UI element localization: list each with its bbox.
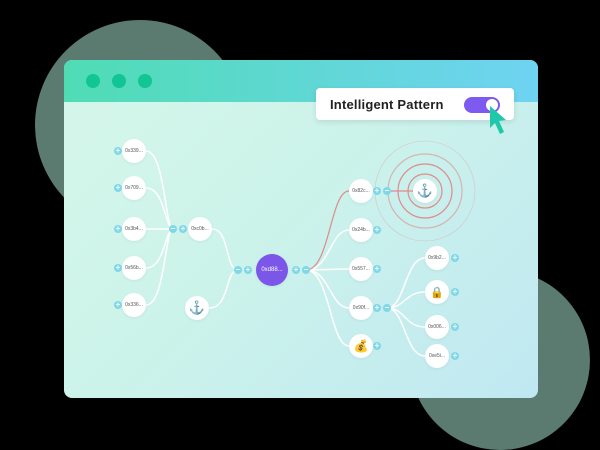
graph-node[interactable]: 0xe5i... xyxy=(425,344,449,368)
collapse-button[interactable]: − xyxy=(383,186,391,195)
cursor-icon xyxy=(490,106,506,134)
expand-button[interactable]: + xyxy=(114,263,122,272)
graph-node[interactable]: 0x9b2... xyxy=(425,246,449,270)
collapse-button[interactable]: − xyxy=(302,265,310,274)
expand-button[interactable]: + xyxy=(114,300,122,309)
expand-button[interactable]: + xyxy=(373,225,381,234)
graph-node[interactable]: 0x90f... xyxy=(349,296,373,320)
expand-button[interactable]: + xyxy=(179,224,187,233)
graph-node[interactable]: 0x3b4... xyxy=(122,217,146,241)
expand-button[interactable]: + xyxy=(114,224,122,233)
graph-node[interactable]: 0x557... xyxy=(349,257,373,281)
window-dot[interactable] xyxy=(138,74,152,88)
expand-button[interactable]: + xyxy=(451,322,459,331)
phishing-hook-icon[interactable]: ⚓ xyxy=(185,296,209,320)
expand-button[interactable]: + xyxy=(451,351,459,360)
intelligent-pattern-card: Intelligent Pattern xyxy=(316,88,514,120)
graph-node[interactable]: 0x24b... xyxy=(349,218,373,242)
collapse-button[interactable]: − xyxy=(383,303,391,312)
expand-button[interactable]: + xyxy=(373,264,381,273)
graph-node[interactable]: 0x336... xyxy=(122,293,146,317)
collapse-button[interactable]: − xyxy=(169,224,177,233)
expand-button[interactable]: + xyxy=(451,287,459,296)
toggle-knob xyxy=(486,99,498,111)
phishing-hook-icon[interactable]: ⚓ xyxy=(413,179,437,203)
graph-node[interactable]: 0x709... xyxy=(122,176,146,200)
window-dot[interactable] xyxy=(86,74,100,88)
graph-node[interactable]: 0x339... xyxy=(122,139,146,163)
window-dot[interactable] xyxy=(112,74,126,88)
expand-button[interactable]: + xyxy=(292,265,300,274)
expand-button[interactable]: + xyxy=(373,303,381,312)
graph-node[interactable]: 0x56b... xyxy=(122,256,146,280)
money-bag-icon[interactable]: 💰 xyxy=(349,334,373,358)
expand-button[interactable]: + xyxy=(373,186,381,195)
expand-button[interactable]: + xyxy=(451,253,459,262)
toggle-label: Intelligent Pattern xyxy=(330,97,444,112)
expand-button[interactable]: + xyxy=(373,341,381,350)
expand-button[interactable]: + xyxy=(114,146,122,155)
lock-icon[interactable]: 🔒 xyxy=(425,280,449,304)
graph-node[interactable]: 0xc0b... xyxy=(188,217,212,241)
expand-button[interactable]: + xyxy=(114,183,122,192)
expand-button[interactable]: + xyxy=(244,265,252,274)
collapse-button[interactable]: − xyxy=(234,265,242,274)
graph-node[interactable]: 0x006... xyxy=(425,315,449,339)
center-node[interactable]: 0xd88... xyxy=(256,254,288,286)
graph-node[interactable]: 0x82c... xyxy=(349,179,373,203)
